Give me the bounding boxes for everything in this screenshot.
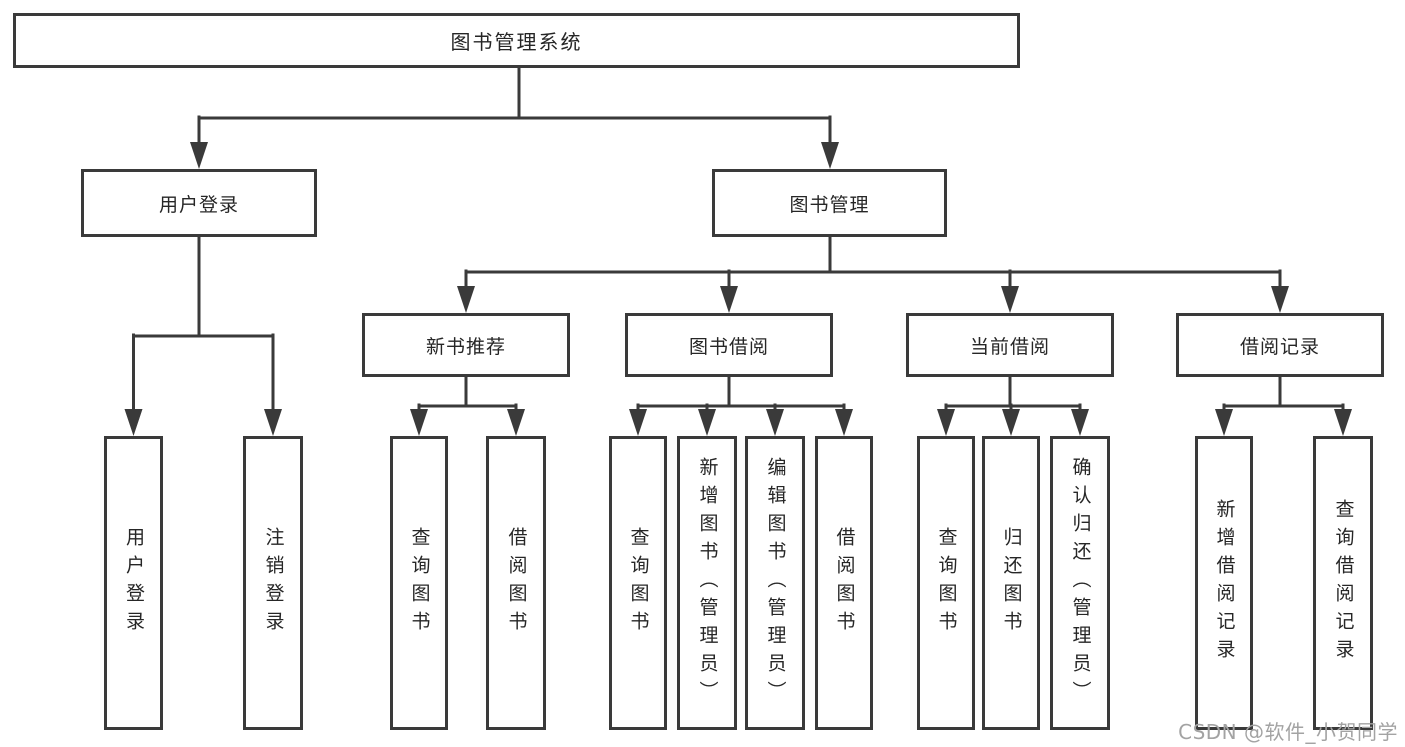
- arrow-icon: [766, 409, 784, 436]
- leaf-current-confirm-return-admin: 确认归还（管理员）: [1050, 436, 1110, 730]
- leaf-borrowing-add-books-admin: 新增图书（管理员）: [677, 436, 737, 730]
- arrow-icon: [1001, 286, 1019, 313]
- arrow-icon: [720, 286, 738, 313]
- node-book-borrowing: 图书借阅: [625, 313, 833, 377]
- leaf-user-login: 用户登录: [104, 436, 163, 730]
- arrow-icon: [457, 286, 475, 313]
- leaf-records-add-record-label: 新增借阅记录: [1213, 499, 1236, 667]
- leaf-current-return-books: 归还图书: [982, 436, 1040, 730]
- leaf-records-query-record-label: 查询借阅记录: [1332, 499, 1355, 667]
- arrow-icon: [507, 409, 525, 436]
- node-new-book-recommend-label: 新书推荐: [425, 335, 506, 358]
- csdn-watermark: CSDN @软件_小贺同学: [1178, 720, 1398, 744]
- arrow-icon: [1215, 409, 1233, 436]
- node-user-login-group-label: 用户登录: [158, 193, 239, 216]
- leaf-borrowing-borrow-books-label: 借阅图书: [833, 527, 856, 639]
- arrow-icon: [1334, 409, 1352, 436]
- arrow-icon: [698, 409, 716, 436]
- leaf-borrowing-add-books-admin-label: 新增图书（管理员）: [696, 457, 719, 709]
- node-current-borrowing: 当前借阅: [906, 313, 1114, 377]
- leaf-borrowing-query-books-label: 查询图书: [627, 527, 650, 639]
- leaf-newbook-query-books: 查询图书: [390, 436, 448, 730]
- arrow-icon: [124, 409, 143, 436]
- node-borrow-records-label: 借阅记录: [1239, 335, 1320, 358]
- leaf-current-confirm-return-admin-label: 确认归还（管理员）: [1069, 457, 1092, 709]
- arrow-icon: [937, 409, 955, 436]
- arrow-icon: [190, 142, 208, 169]
- leaf-newbook-borrow-books: 借阅图书: [486, 436, 546, 730]
- arrow-icon: [821, 142, 839, 169]
- leaf-borrowing-borrow-books: 借阅图书: [815, 436, 873, 730]
- node-new-book-recommend: 新书推荐: [362, 313, 570, 377]
- node-borrow-records: 借阅记录: [1176, 313, 1384, 377]
- leaf-current-return-books-label: 归还图书: [1000, 527, 1023, 639]
- arrowheads: [124, 142, 1352, 436]
- arrow-icon: [835, 409, 853, 436]
- leaf-current-query-books-label: 查询图书: [935, 527, 958, 639]
- leaf-borrowing-query-books: 查询图书: [609, 436, 667, 730]
- leaf-logout-label: 注销登录: [262, 527, 285, 639]
- node-book-management-group-label: 图书管理: [789, 193, 870, 216]
- arrow-icon: [1271, 286, 1289, 313]
- node-book-borrowing-label: 图书借阅: [688, 335, 769, 358]
- leaf-newbook-query-books-label: 查询图书: [408, 527, 431, 639]
- leaf-logout: 注销登录: [243, 436, 303, 730]
- arrow-icon: [1002, 409, 1020, 436]
- leaf-current-query-books: 查询图书: [917, 436, 975, 730]
- leaf-records-query-record: 查询借阅记录: [1313, 436, 1373, 730]
- leaf-user-login-label: 用户登录: [122, 527, 145, 639]
- arrow-icon: [629, 409, 647, 436]
- node-current-borrowing-label: 当前借阅: [969, 335, 1050, 358]
- leaf-newbook-borrow-books-label: 借阅图书: [505, 527, 528, 639]
- node-root-label: 图书管理系统: [450, 30, 583, 54]
- arrow-icon: [264, 409, 282, 436]
- leaf-records-add-record: 新增借阅记录: [1195, 436, 1253, 730]
- arrow-icon: [410, 409, 428, 436]
- node-user-login-group: 用户登录: [81, 169, 317, 237]
- arrow-icon: [1071, 409, 1089, 436]
- leaf-borrowing-edit-books-admin-label: 编辑图书（管理员）: [764, 457, 787, 709]
- node-root: 图书管理系统: [13, 13, 1020, 68]
- leaf-borrowing-edit-books-admin: 编辑图书（管理员）: [745, 436, 805, 730]
- node-book-management-group: 图书管理: [712, 169, 947, 237]
